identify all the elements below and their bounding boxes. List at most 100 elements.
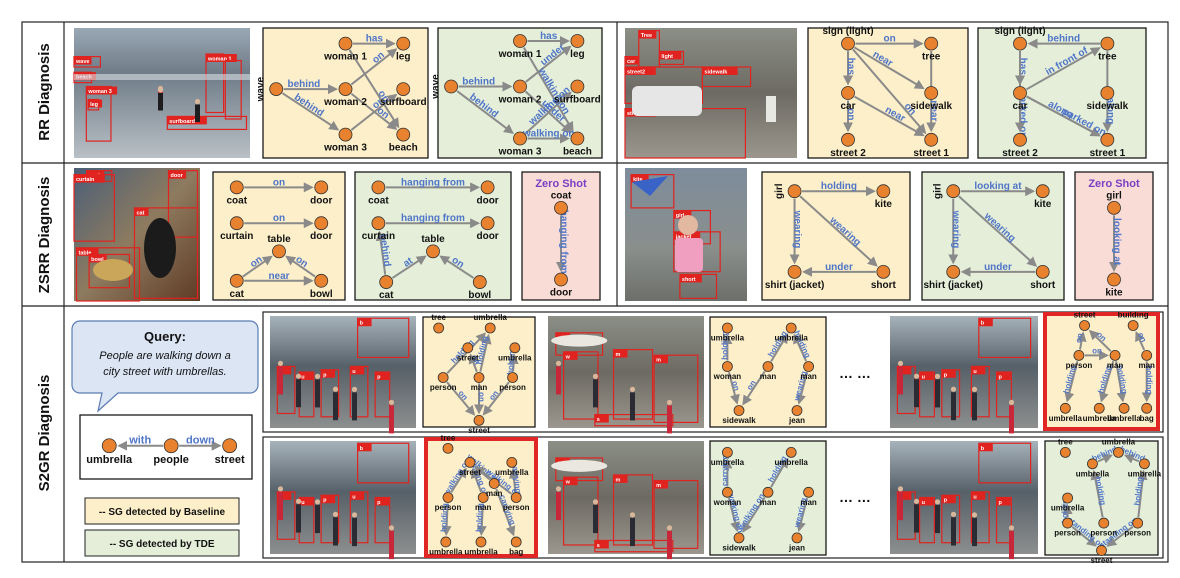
detection-box bbox=[357, 317, 410, 359]
entity-node bbox=[338, 82, 353, 96]
entity-label: beach bbox=[389, 143, 418, 154]
photo-cat: coatdoorcurtaintablebowlcat bbox=[73, 168, 200, 302]
person-head bbox=[295, 373, 302, 379]
entity-label: car bbox=[840, 101, 855, 112]
detection-tag bbox=[168, 170, 187, 179]
entity-label: umbrella bbox=[711, 334, 745, 343]
detection-tag bbox=[919, 372, 934, 380]
relation-label: on bbox=[845, 108, 856, 120]
entity-node bbox=[841, 36, 855, 51]
entity-node bbox=[570, 34, 585, 48]
detection-box bbox=[555, 332, 604, 356]
detection-tag bbox=[654, 355, 669, 364]
entity-label: people bbox=[153, 454, 188, 466]
entity-node bbox=[722, 446, 733, 458]
entity-node bbox=[570, 79, 585, 94]
entity-label: leg bbox=[396, 52, 410, 63]
entity-node bbox=[946, 264, 961, 279]
detection-tag-text: u bbox=[973, 494, 976, 500]
person-shape bbox=[972, 392, 977, 421]
entity-label: man bbox=[475, 503, 492, 512]
detection-tag-text: surfboard bbox=[169, 119, 195, 125]
entity-label: person bbox=[1090, 529, 1117, 538]
relation-label: has bbox=[540, 31, 558, 42]
entity-label: beach bbox=[563, 147, 592, 158]
detection-tag bbox=[350, 366, 365, 375]
relation-arrow bbox=[468, 353, 479, 373]
relation-label: under bbox=[825, 262, 853, 273]
panel-box bbox=[977, 27, 1147, 159]
entity-label: girl bbox=[933, 183, 944, 199]
entity-node bbox=[371, 216, 386, 231]
detection-tag-text: car bbox=[627, 59, 636, 65]
entity-node bbox=[1139, 458, 1150, 470]
detection-tag-text: girl bbox=[676, 213, 685, 219]
row-label-zsrr: ZSRR Diagnosis bbox=[36, 177, 53, 294]
relation-arrow bbox=[479, 333, 492, 372]
entity-label: tree bbox=[1098, 52, 1117, 63]
detection-tag bbox=[357, 443, 372, 452]
entity-label: shirt (jacket) bbox=[765, 280, 824, 291]
detection-tag bbox=[996, 497, 1011, 506]
detection-tag bbox=[625, 56, 639, 65]
relation-arrow bbox=[1123, 454, 1140, 464]
entity-node bbox=[733, 532, 745, 544]
person-shape bbox=[389, 530, 394, 560]
person-head bbox=[277, 486, 284, 492]
entity-label: man bbox=[1107, 361, 1124, 370]
entity-label: street bbox=[1091, 556, 1113, 565]
relation-arrow bbox=[727, 372, 740, 405]
detection-tag-text: p bbox=[377, 375, 381, 381]
entity-node bbox=[841, 132, 855, 147]
row-label-s2gr: S2GR Diagnosis bbox=[36, 375, 53, 492]
detection-box bbox=[653, 479, 699, 549]
detection-tag-text: street2 bbox=[627, 70, 645, 76]
entity-node bbox=[1093, 402, 1105, 414]
entity-node bbox=[442, 442, 454, 454]
detection-tag-text: cat bbox=[136, 210, 144, 216]
detection-tag bbox=[659, 51, 682, 60]
entity-node bbox=[472, 275, 487, 289]
detection-tag bbox=[299, 372, 314, 380]
entity-label: umbrella bbox=[1076, 469, 1110, 478]
entity-label: woman bbox=[713, 372, 742, 381]
relation-arrow bbox=[522, 46, 574, 133]
detection-tag-text: sidewalk bbox=[704, 70, 728, 76]
relation-label: walking on bbox=[522, 129, 575, 140]
detection-box bbox=[978, 317, 1032, 359]
entity-label: man bbox=[486, 489, 503, 498]
entity-node bbox=[462, 342, 474, 354]
entity-label: umbrella bbox=[1128, 469, 1162, 478]
detection-box bbox=[555, 457, 604, 482]
entity-label: wave bbox=[256, 76, 267, 102]
entity-label: street bbox=[457, 353, 479, 362]
detection-tag bbox=[613, 349, 628, 358]
entity-node bbox=[722, 486, 733, 498]
detection-tag-text: p bbox=[377, 500, 381, 506]
entity-label: street 2 bbox=[830, 148, 866, 159]
relation-label: behind bbox=[377, 233, 392, 267]
detection-tag-text: light bbox=[661, 54, 673, 60]
person-shape bbox=[333, 517, 338, 546]
entity-label: coat bbox=[226, 195, 247, 206]
relation-label: carrying bbox=[510, 461, 523, 494]
entity-label: street 1 bbox=[913, 148, 949, 159]
relation-arrow bbox=[727, 497, 740, 533]
person-shape bbox=[352, 517, 357, 547]
detection-tag bbox=[638, 30, 657, 39]
detection-tag-text: b bbox=[981, 446, 985, 452]
entity-label: woman 2 bbox=[323, 97, 367, 108]
person-shape bbox=[1009, 405, 1014, 434]
entity-label: car bbox=[1012, 101, 1027, 112]
kite-shape bbox=[632, 176, 668, 196]
person-shape bbox=[914, 379, 919, 408]
person-head bbox=[332, 386, 339, 392]
entity-node bbox=[841, 86, 855, 100]
relation-arrow bbox=[1088, 329, 1112, 352]
entity-node bbox=[946, 184, 961, 199]
